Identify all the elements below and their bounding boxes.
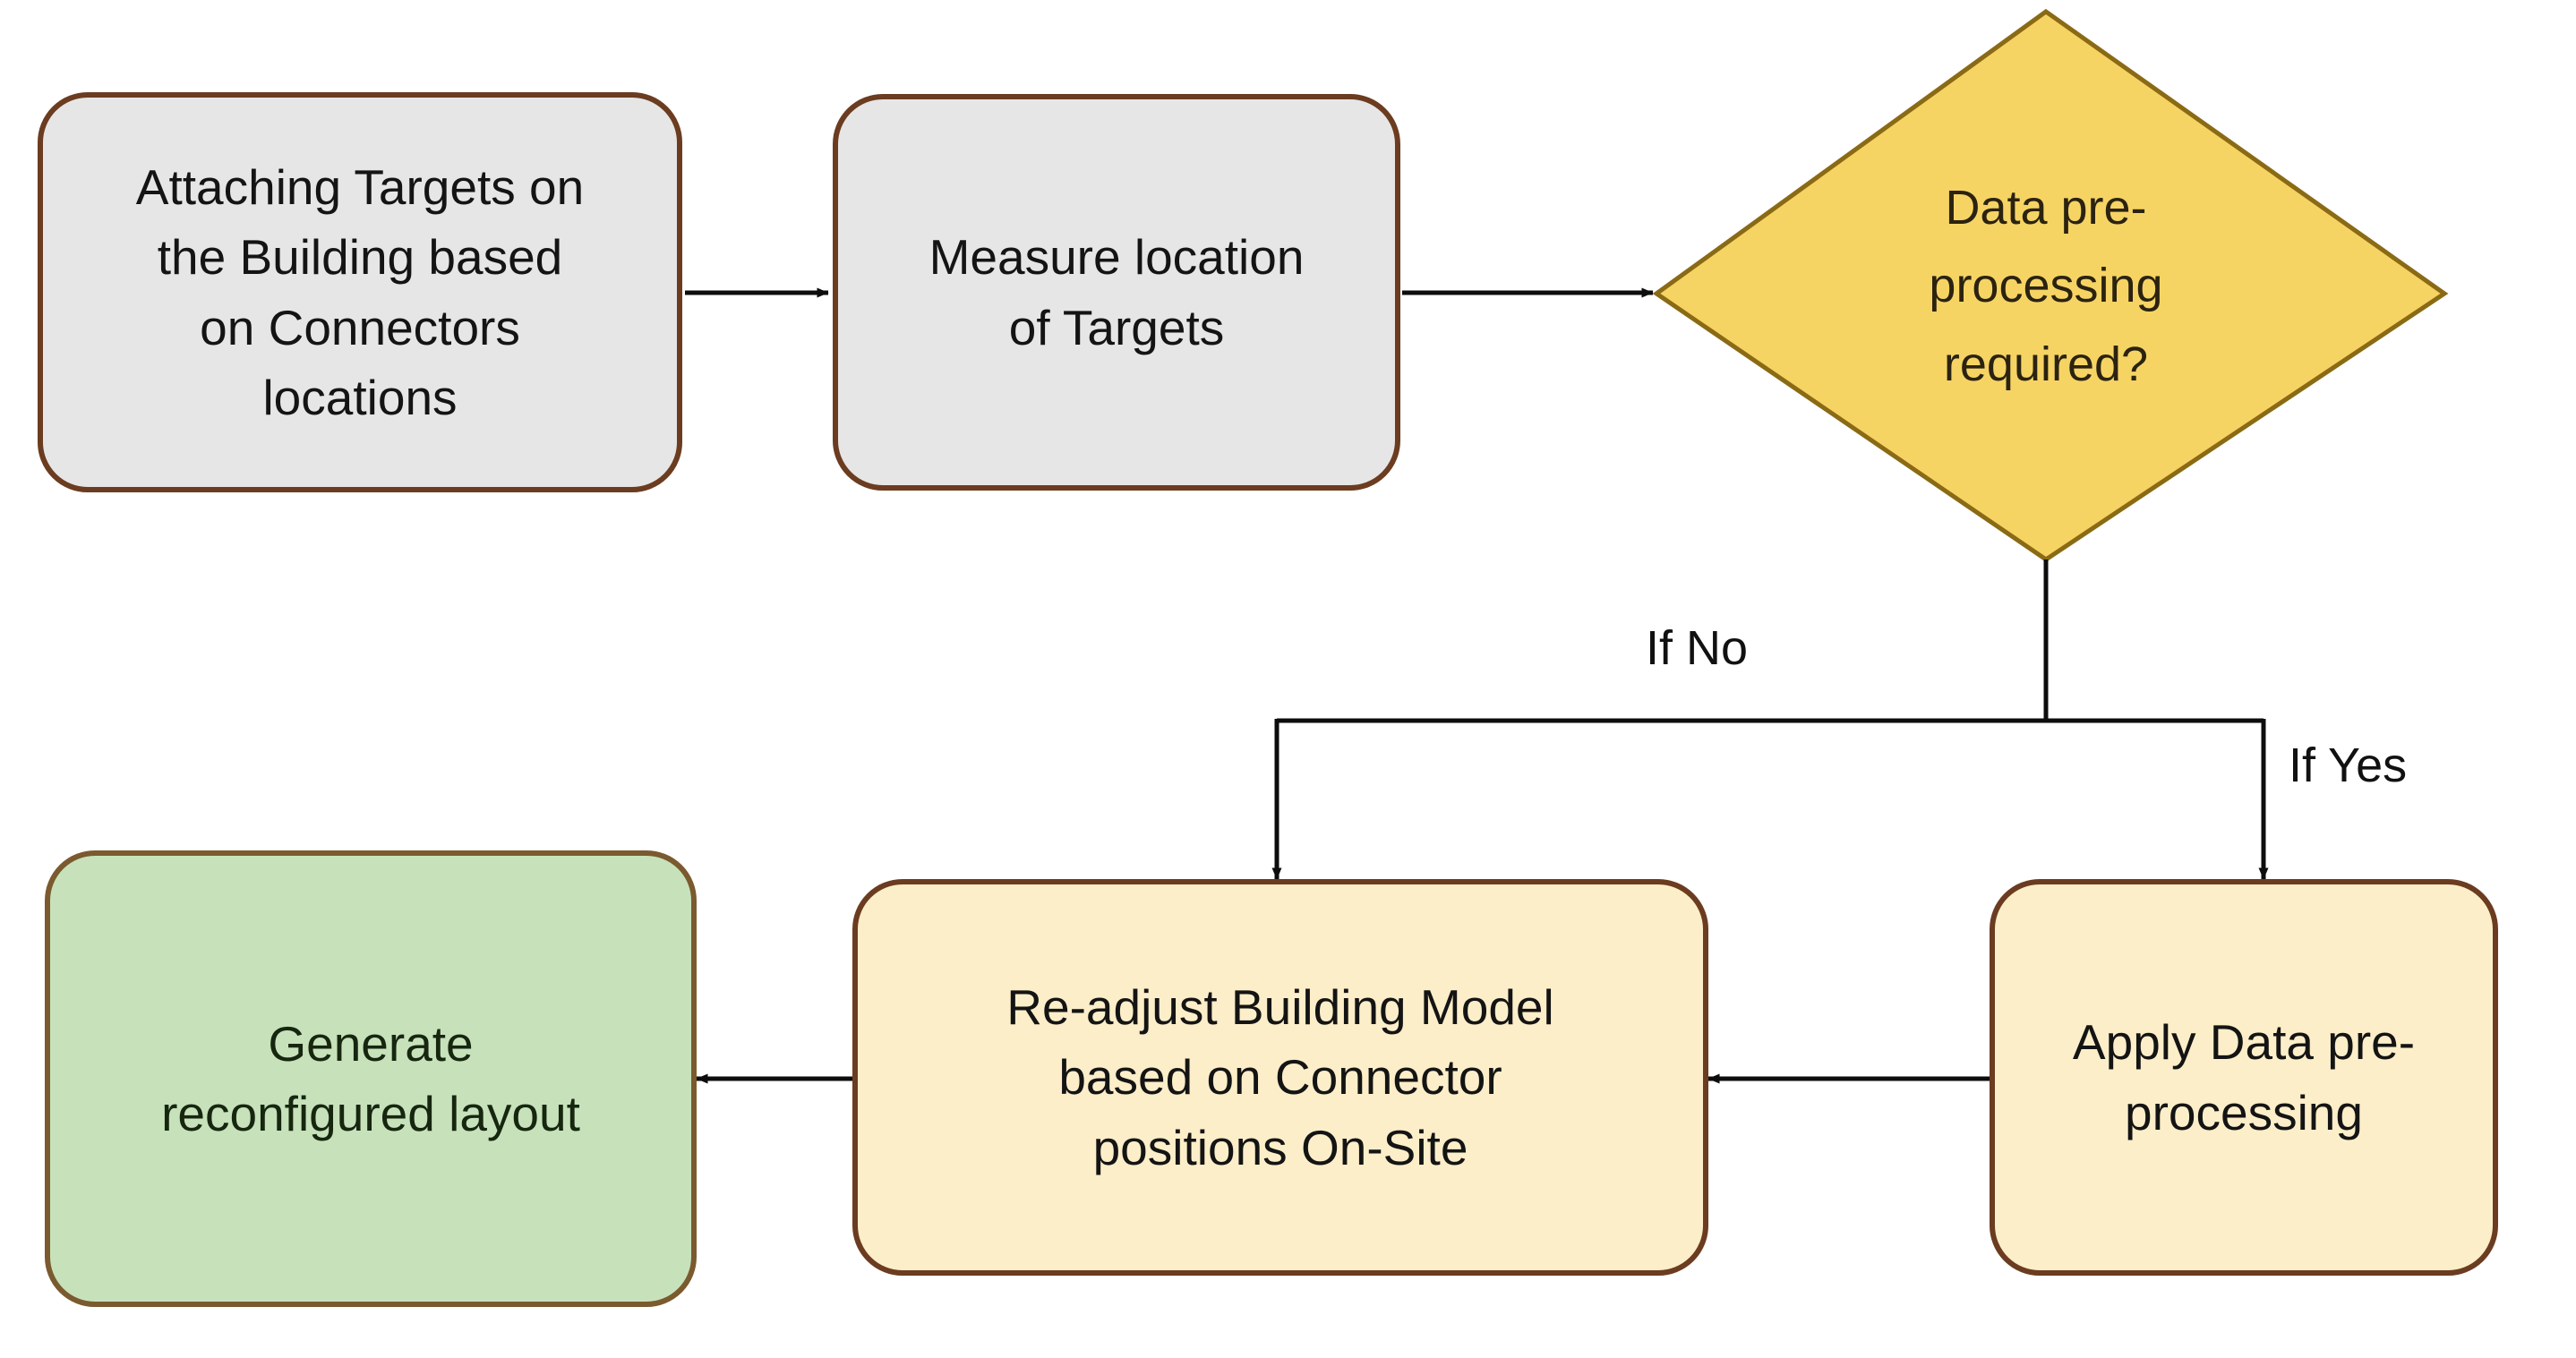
node-apply-data-preprocessing[interactable]: Apply Data pre- processing (1990, 879, 2498, 1276)
node-readjust-building-model-label: Re-adjust Building Model based on Connec… (1006, 979, 1554, 1175)
edge-label-if-yes: If Yes (2289, 741, 2407, 790)
node-measure-location-label: Measure location of Targets (929, 229, 1305, 355)
edge-label-if-yes-text: If Yes (2289, 739, 2408, 792)
node-attaching-targets-label: Attaching Targets on the Building based … (135, 159, 585, 425)
decision-diamond-shape[interactable] (1652, 8, 2449, 563)
edge-label-if-no-text: If No (1646, 621, 1749, 675)
node-readjust-building-model[interactable]: Re-adjust Building Model based on Connec… (852, 879, 1708, 1276)
edge-label-if-no: If No (1646, 624, 1748, 672)
node-generate-reconfigured-layout[interactable]: Generate reconfigured layout (45, 850, 697, 1307)
node-attaching-targets[interactable]: Attaching Targets on the Building based … (38, 92, 682, 492)
node-generate-reconfigured-layout-label: Generate reconfigured layout (161, 1015, 580, 1141)
node-measure-location[interactable]: Measure location of Targets (833, 94, 1400, 491)
node-apply-data-preprocessing-label: Apply Data pre- processing (2072, 1014, 2416, 1140)
